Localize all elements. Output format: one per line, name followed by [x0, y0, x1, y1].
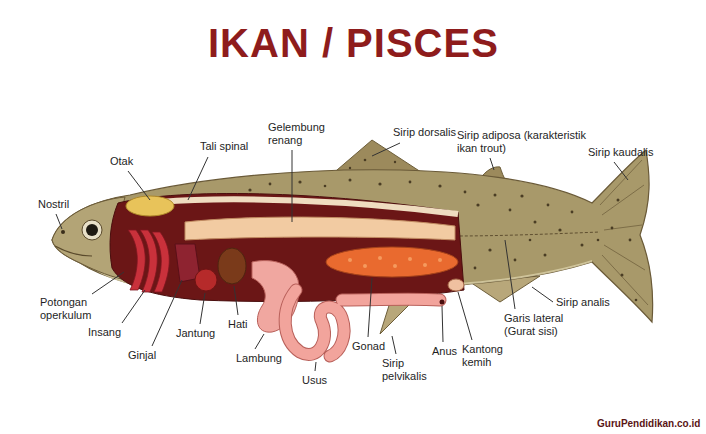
- leader-lines: [56, 143, 628, 371]
- anus-opening: [440, 300, 445, 305]
- part-label: Usus: [302, 374, 327, 387]
- part-label: Gelembung renang: [268, 121, 343, 147]
- pupil: [86, 224, 98, 236]
- part-label: Sirip analis: [556, 296, 610, 309]
- lateral-line: [455, 232, 600, 236]
- part-label: Lambung: [236, 352, 282, 365]
- eye: [82, 220, 102, 240]
- part-label: Kantong kemih: [462, 343, 510, 369]
- gonad: [326, 247, 458, 277]
- spinal-cord: [160, 199, 458, 214]
- watermark: GuruPendidikan.co.id: [597, 417, 700, 430]
- brain: [126, 196, 174, 216]
- part-label: Ginjal: [128, 349, 156, 362]
- diagram-title: IKAN / PISCES: [208, 20, 499, 66]
- part-label: Otak: [110, 155, 133, 168]
- swim-bladder: [185, 217, 455, 240]
- part-label: Jantung: [176, 327, 215, 340]
- part-label: Hati: [228, 318, 248, 331]
- nostril-hole: [61, 230, 65, 234]
- part-label: Sirip dorsalis: [393, 126, 456, 139]
- part-label: Tali spinal: [200, 140, 248, 153]
- gills: [128, 230, 169, 292]
- part-label: Potongan operkulum: [40, 296, 104, 322]
- urinary-bladder: [448, 279, 464, 291]
- part-label: Nostril: [38, 198, 69, 211]
- gonad-eggs: [348, 256, 442, 268]
- heart: [195, 269, 217, 291]
- intestine-outline: [285, 290, 440, 356]
- part-label: Gonad: [352, 340, 385, 353]
- part-label: Sirip kaudalis: [588, 146, 653, 159]
- liver: [218, 248, 246, 284]
- part-label: Sirip adiposa (karakteristik ikan trout): [457, 129, 607, 155]
- part-label: Sirip pelvikalis: [382, 357, 434, 383]
- tail-rays: [600, 160, 648, 305]
- part-label: Anus: [432, 345, 457, 358]
- intestine: [285, 290, 440, 356]
- mouth: [55, 246, 92, 256]
- part-label: Garis lateral (Gurat sisi): [504, 312, 584, 338]
- part-label: Insang: [88, 326, 121, 339]
